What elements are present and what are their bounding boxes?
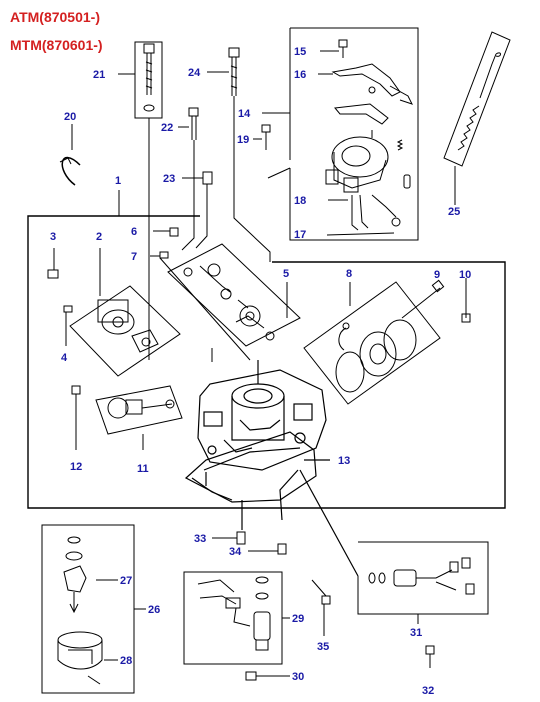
callout-6: 6 bbox=[131, 226, 137, 238]
solenoid-box-29 bbox=[183, 571, 290, 681]
callout-16: 16 bbox=[294, 69, 306, 81]
callout-22: 22 bbox=[161, 122, 173, 134]
callout-27: 27 bbox=[120, 575, 132, 587]
diaphragm-box-8 bbox=[303, 278, 471, 405]
atm-label: ATM(870501-) bbox=[10, 9, 100, 25]
callout-11: 11 bbox=[137, 463, 149, 475]
callout-23: 23 bbox=[163, 173, 175, 185]
callout-20: 20 bbox=[64, 111, 76, 123]
callout-21: 21 bbox=[93, 69, 105, 81]
callout-19: 19 bbox=[237, 134, 249, 146]
callout-9: 9 bbox=[434, 269, 440, 281]
callout-14: 14 bbox=[238, 108, 251, 120]
main-assembly-frame bbox=[27, 190, 506, 509]
callout-28: 28 bbox=[120, 655, 132, 667]
callout-25: 25 bbox=[448, 206, 460, 218]
callout-4: 4 bbox=[61, 352, 68, 364]
callout-13: 13 bbox=[338, 455, 350, 467]
callout-29: 29 bbox=[292, 613, 304, 625]
kit-box-26 bbox=[41, 524, 146, 694]
callout-1: 1 bbox=[115, 175, 121, 187]
bolt-24 bbox=[207, 47, 271, 262]
pump-box-11 bbox=[71, 385, 183, 450]
callout-26: 26 bbox=[148, 604, 160, 616]
jet-33 bbox=[212, 531, 246, 545]
callout-3: 3 bbox=[50, 231, 56, 243]
linkage-box-5 bbox=[150, 227, 301, 347]
callout-7: 7 bbox=[131, 251, 137, 263]
callout-18: 18 bbox=[294, 195, 306, 207]
valve-box-31 bbox=[357, 541, 489, 668]
choke-housing-box-2 bbox=[47, 248, 181, 377]
callout-24: 24 bbox=[188, 67, 201, 79]
callout-15: 15 bbox=[294, 46, 306, 58]
callout-labels: 1 2 3 4 5 6 7 8 9 10 11 12 13 14 15 16 1… bbox=[50, 46, 471, 697]
bolt-22 bbox=[178, 107, 199, 251]
callout-32: 32 bbox=[422, 685, 434, 697]
carburetor-body-13 bbox=[184, 360, 359, 577]
jet-34 bbox=[248, 543, 287, 555]
callout-8: 8 bbox=[346, 268, 352, 280]
linkage-rods bbox=[159, 257, 251, 362]
spring-rod-25 bbox=[443, 31, 511, 205]
callout-30: 30 bbox=[292, 671, 304, 683]
callout-2: 2 bbox=[96, 231, 102, 243]
callout-35: 35 bbox=[317, 641, 329, 653]
callout-10: 10 bbox=[459, 269, 471, 281]
callout-5: 5 bbox=[283, 268, 289, 280]
mtm-label: MTM(870601-) bbox=[10, 37, 103, 53]
clip-20 bbox=[59, 124, 81, 186]
bolt-21-group bbox=[118, 41, 163, 360]
callout-33: 33 bbox=[194, 533, 206, 545]
callout-12: 12 bbox=[70, 461, 82, 473]
sensor-detail-box-14 bbox=[253, 27, 419, 241]
callout-31: 31 bbox=[410, 627, 422, 639]
callout-17: 17 bbox=[294, 229, 306, 241]
plug-23 bbox=[182, 171, 213, 249]
bolt-35 bbox=[311, 579, 331, 636]
callout-34: 34 bbox=[229, 546, 242, 558]
